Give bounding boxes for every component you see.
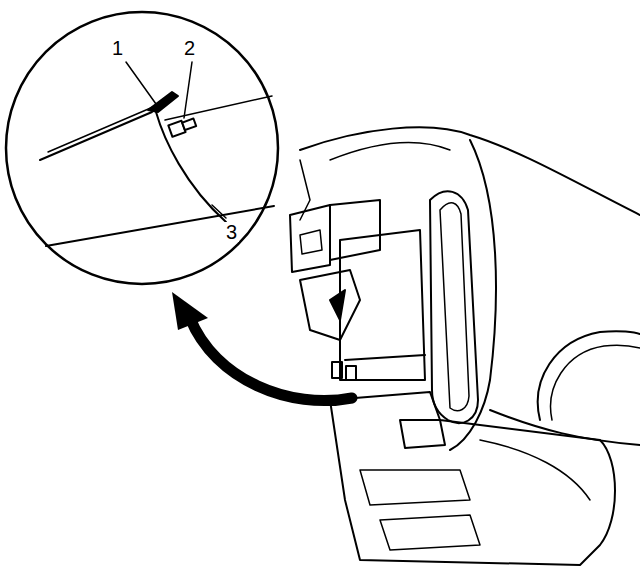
clip: [346, 366, 356, 380]
side-vent: [440, 203, 469, 411]
panel-edge: [48, 104, 160, 152]
trim: [538, 331, 640, 420]
leader-line: [212, 205, 226, 218]
lower-panel: [360, 470, 470, 505]
callout-number: 3: [224, 222, 239, 242]
bracket: [330, 200, 380, 260]
panel-top: [330, 143, 450, 160]
panel-edge: [165, 96, 272, 120]
detail-circle: [6, 12, 278, 284]
panel-edge: [450, 140, 496, 450]
clip: [332, 362, 342, 378]
bracket: [300, 270, 360, 340]
frame: [340, 230, 425, 380]
side-vent: [430, 191, 478, 423]
callout-number: 1: [110, 38, 125, 58]
callout-number: 2: [182, 38, 197, 58]
lower-panel: [330, 392, 615, 565]
bracket: [300, 230, 322, 254]
lower-panel: [480, 440, 590, 500]
panel-edge: [40, 112, 152, 160]
panel-curve: [156, 112, 226, 222]
frame: [300, 160, 310, 220]
lower-panel: [400, 420, 445, 448]
view-arrow: [190, 318, 352, 401]
bracket: [290, 205, 330, 272]
retainer-clip: [168, 117, 197, 137]
panel-edge: [46, 206, 274, 246]
trim: [551, 345, 640, 420]
arrow-head: [172, 292, 208, 330]
trim: [490, 410, 640, 445]
bracket: [330, 290, 345, 320]
tool-blade: [148, 92, 178, 112]
leader-line: [184, 62, 192, 118]
lower-panel: [380, 515, 480, 550]
frame: [345, 355, 425, 360]
leader-line: [126, 62, 156, 104]
